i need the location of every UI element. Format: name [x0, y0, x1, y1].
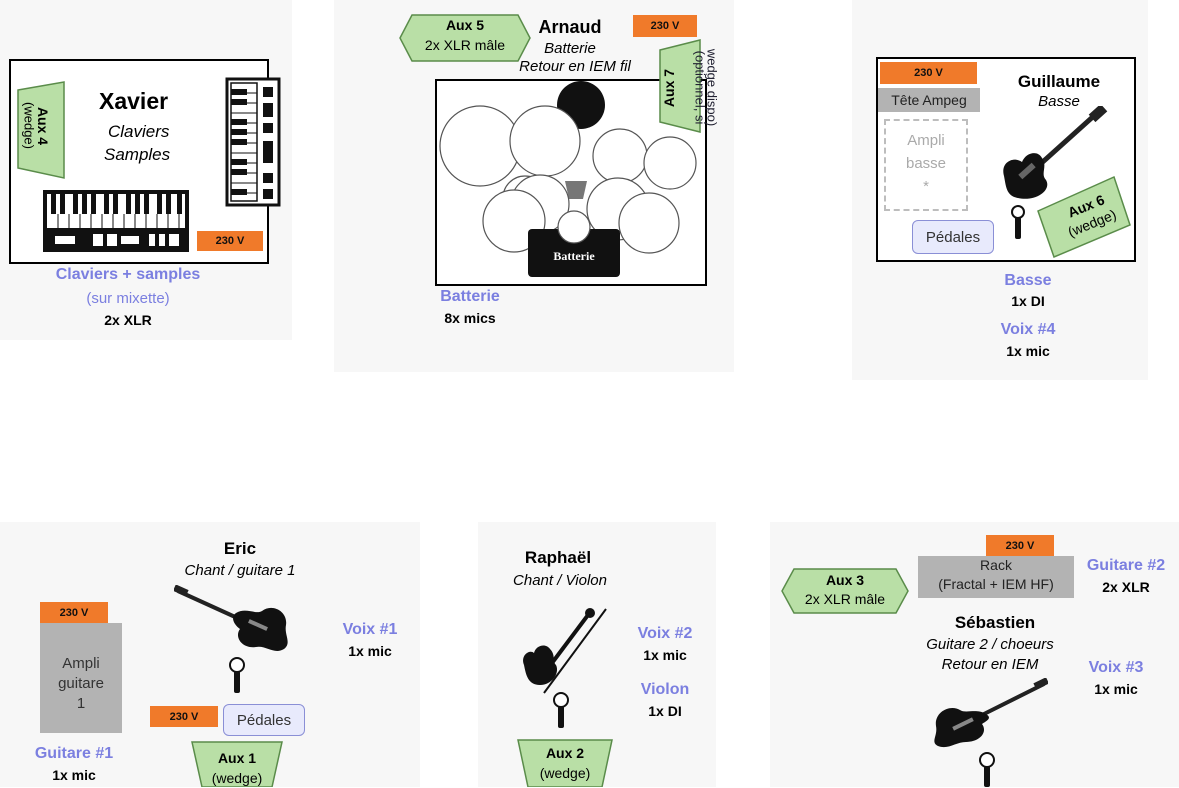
xavier-input-sub: (sur mixette) — [86, 290, 170, 307]
raphael-role: Chant / Violon — [513, 572, 607, 589]
aux4-wedge — [17, 81, 65, 179]
sebastien-230v: 230 V — [986, 535, 1054, 556]
aux7-sub2: wedge dispo) — [704, 48, 720, 127]
raphael-violin-count: 1x DI — [648, 703, 682, 719]
aux2-sub: (wedge) — [539, 765, 591, 781]
eric-guitar-count: 1x mic — [52, 767, 96, 783]
raphael-violin-title: Violon — [640, 681, 690, 698]
eric-role: Chant / guitare 1 — [184, 562, 296, 579]
xavier-role2: Samples — [104, 145, 171, 164]
aux6-wedge — [1037, 175, 1131, 259]
aux2-label: Aux 2 — [545, 745, 585, 761]
sebastien-monitor: Retour en IEM — [941, 656, 1039, 673]
eric-voice-title: Voix #1 — [342, 621, 398, 638]
violin-icon — [523, 608, 607, 694]
rack-line2: (Fractal + IEM HF) — [938, 576, 1054, 592]
drum-kit-icon — [439, 81, 697, 277]
arnaud-input-title: Batterie — [440, 288, 500, 305]
sebastien-voice-count: 1x mic — [1094, 681, 1138, 697]
aux1-label: Aux 1 — [217, 750, 257, 766]
keyboard-horizontal-icon — [43, 190, 189, 252]
aux5-wedge — [399, 14, 531, 62]
guillaume-name: Guillaume — [1017, 72, 1101, 91]
arnaud-role: Batterie — [544, 40, 596, 57]
xavier-input-count: 2x XLR — [104, 312, 152, 328]
sebastien-guitar-count: 2x XLR — [1102, 579, 1150, 595]
ampli-guitare-line1: Ampli — [62, 655, 100, 672]
eric-guitar-title: Guitare #1 — [34, 745, 114, 762]
arnaud-230v: 230 V — [633, 15, 697, 37]
eric-voice-count: 1x mic — [348, 643, 392, 659]
aux3-label: Aux 3 — [825, 572, 865, 588]
xavier-role1: Claviers — [108, 122, 170, 141]
rack-box — [918, 556, 1074, 598]
ampli-basse-line1: Ampli — [907, 132, 945, 149]
xavier-name: Xavier — [99, 88, 169, 114]
aux7-label: Aux 7 — [661, 68, 677, 108]
sebastien-role: Guitare 2 / choeurs — [926, 636, 1054, 653]
drum-kit-label: Batterie — [553, 249, 595, 263]
guillaume-pedals: Pédales — [912, 220, 994, 254]
guillaume-mic-icon — [1011, 205, 1025, 239]
raphael-name: Raphaël — [524, 548, 592, 567]
tete-ampeg: Tête Ampeg — [878, 88, 980, 112]
guillaume-voice-count: 1x mic — [1006, 343, 1050, 359]
eric-mic-icon — [229, 657, 245, 693]
aux7-wedge — [659, 39, 701, 133]
ampli-basse-box — [884, 119, 968, 211]
arnaud-name: Arnaud — [538, 17, 602, 37]
sebastien-mic-icon — [979, 752, 995, 787]
sebastien-name: Sébastien — [954, 613, 1036, 632]
raphael-voice-count: 1x mic — [643, 647, 687, 663]
ampli-guitare-line2: guitare — [58, 675, 104, 692]
aux4-label: Aux 4 — [35, 106, 51, 146]
bass-guitar-icon — [1003, 106, 1108, 199]
arnaud-monitor: Retour en IEM fil — [519, 58, 631, 75]
ampli-guitare-1 — [40, 623, 122, 733]
aux3-wedge — [781, 568, 909, 614]
arnaud-input-count: 8x mics — [444, 310, 496, 326]
aux2-wedge — [517, 739, 613, 787]
keyboard-vertical-icon — [225, 77, 281, 207]
sebastien-guitar-title: Guitare #2 — [1086, 557, 1166, 574]
rack-line1: Rack — [980, 557, 1012, 573]
raphael-voice-title: Voix #2 — [637, 625, 693, 642]
guillaume-input-title: Basse — [1004, 272, 1052, 289]
aux1-sub: (wedge) — [211, 770, 263, 786]
xavier-230v: 230 V — [197, 231, 263, 251]
ampli-basse-line2: basse — [905, 155, 947, 172]
electric-guitar-icon — [174, 585, 288, 651]
guillaume-voice-title: Voix #4 — [1000, 321, 1056, 338]
aux4-sub: (wedge) — [21, 102, 37, 149]
electric-guitar-2-icon — [934, 678, 1048, 748]
guillaume-role: Basse — [1038, 93, 1080, 110]
sebastien-voice-title: Voix #3 — [1088, 659, 1144, 676]
eric-name: Eric — [223, 539, 257, 558]
ampli-guitare-line3: 1 — [76, 695, 86, 712]
aux1-wedge — [191, 741, 283, 787]
aux5-sub: 2x XLR mâle — [424, 37, 506, 53]
guillaume-230v: 230 V — [880, 62, 977, 84]
aux3-sub: 2x XLR mâle — [804, 591, 886, 607]
eric-amp-230v: 230 V — [40, 602, 108, 623]
eric-pedal-230v: 230 V — [150, 706, 218, 727]
guillaume-input-count: 1x DI — [1011, 293, 1045, 309]
aux5-label: Aux 5 — [445, 17, 485, 33]
raphael-mic-icon — [553, 692, 569, 728]
eric-pedals: Pédales — [223, 704, 305, 736]
ampli-basse-line3: * — [923, 178, 929, 195]
xavier-input-title: Claviers + samples — [55, 266, 201, 283]
